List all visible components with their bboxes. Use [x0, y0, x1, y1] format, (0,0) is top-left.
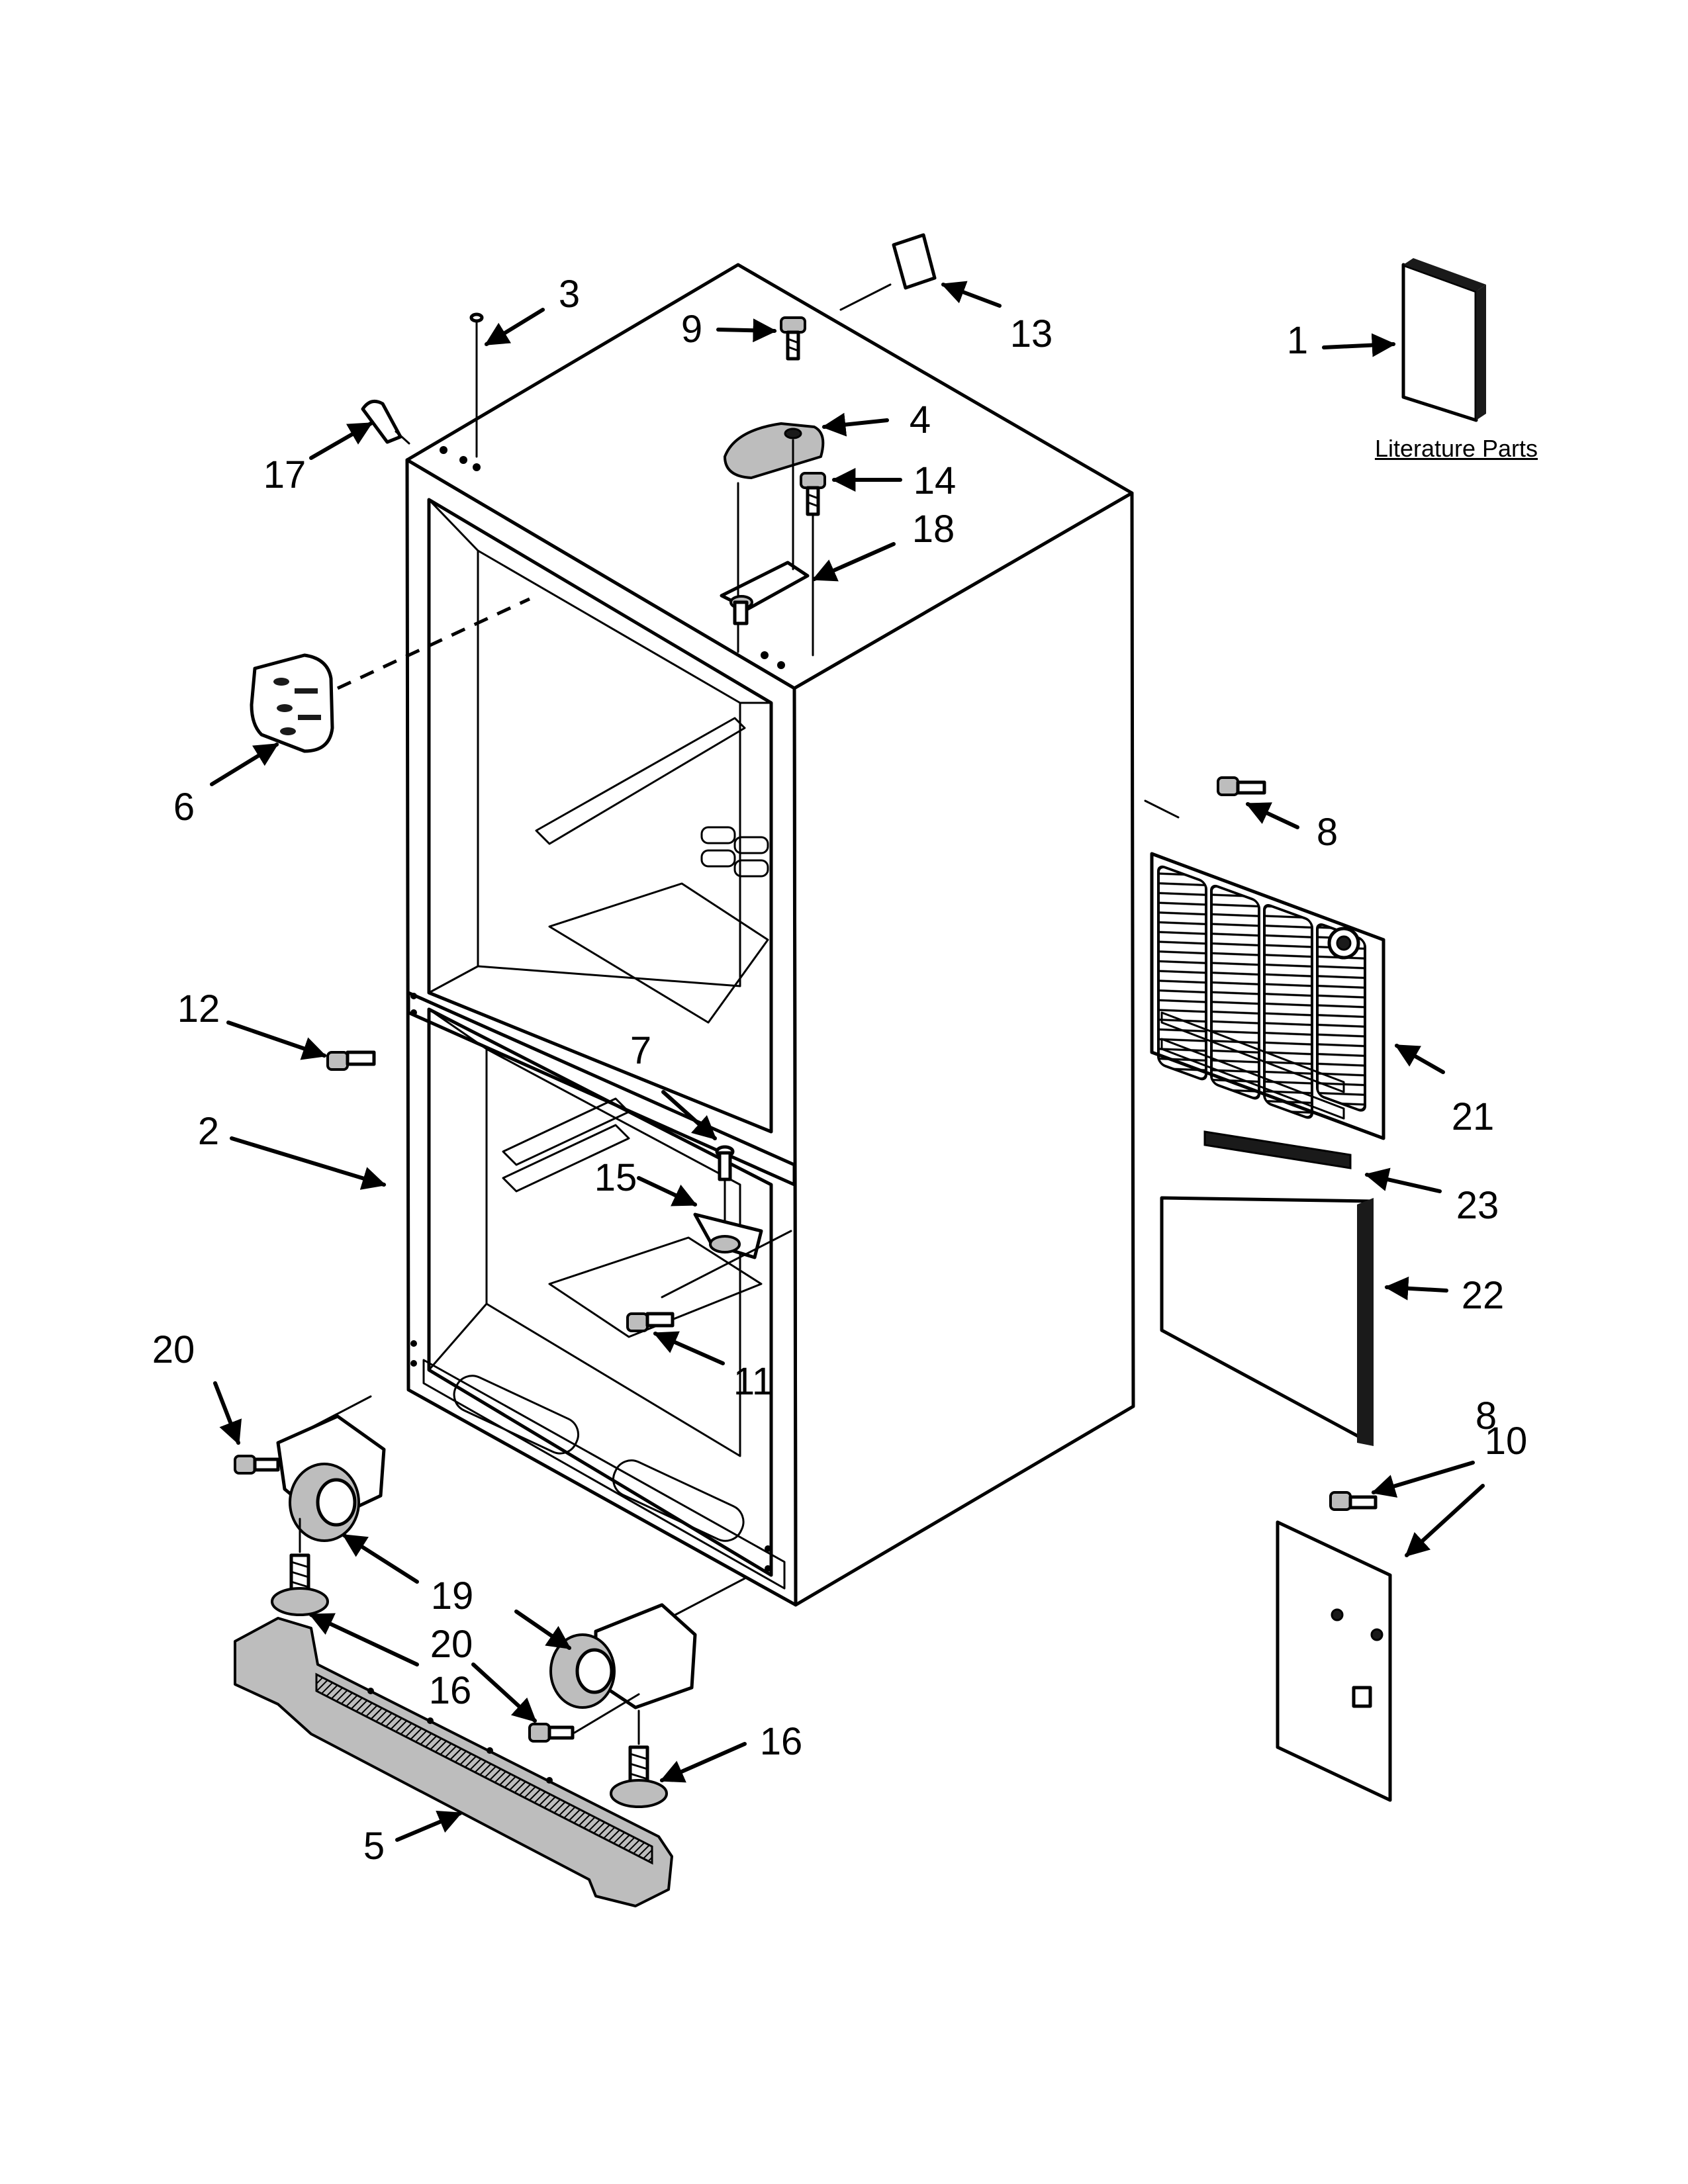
refrigerator-cabinet — [405, 263, 1135, 1607]
part-12-screw — [326, 1050, 376, 1071]
part-13-label — [892, 233, 937, 290]
callout-9: 9 — [680, 308, 703, 351]
screw-20-left — [234, 1455, 280, 1475]
callout-2: 2 — [197, 1110, 220, 1153]
part-15-hinge-bracket — [693, 1212, 763, 1259]
part-11-screw — [626, 1312, 675, 1332]
callout-3: 3 — [558, 273, 581, 316]
callout-11: 11 — [733, 1360, 774, 1403]
roller-assembly-right — [549, 1603, 697, 1709]
screw-20-right — [528, 1723, 575, 1743]
part-22-insulation — [1160, 1196, 1374, 1446]
callout-arrows — [210, 281, 1485, 1842]
part-17-tape — [361, 399, 402, 444]
callout-5: 5 — [363, 1825, 385, 1868]
callout-20-left: 20 — [152, 1328, 195, 1371]
roller-assembly-left — [276, 1414, 386, 1542]
callout-22: 22 — [1461, 1274, 1505, 1317]
callout-20-right: 20 — [430, 1623, 473, 1666]
screw-8-bottom — [1329, 1491, 1378, 1511]
callout-13: 13 — [1009, 312, 1053, 355]
callout-23: 23 — [1456, 1184, 1499, 1227]
callout-16-right: 16 — [759, 1720, 803, 1763]
top-hinge-bracket — [720, 561, 810, 625]
callout-4: 4 — [909, 398, 931, 441]
part-21-access-cover — [1150, 852, 1385, 1140]
callout-21: 21 — [1451, 1095, 1495, 1138]
top-hinge-cover — [724, 422, 825, 479]
literature-booklet — [1401, 258, 1486, 422]
callout-7: 7 — [630, 1029, 652, 1072]
callout-16-left: 16 — [428, 1669, 472, 1712]
leveler-16-right — [610, 1745, 668, 1808]
hinge-screw-9 — [780, 316, 806, 361]
callout-18: 18 — [912, 508, 955, 551]
callout-19: 19 — [430, 1574, 474, 1617]
callout-12: 12 — [177, 987, 220, 1030]
hinge-screw-14 — [800, 472, 826, 516]
part-10-cover-plate — [1276, 1520, 1392, 1802]
callout-10: 10 — [1484, 1420, 1528, 1463]
callout-6: 6 — [173, 786, 195, 829]
callout-14: 14 — [913, 459, 957, 502]
part-6-control — [250, 653, 334, 753]
callout-8-bottom: 8 — [1475, 1394, 1497, 1437]
callout-8-top: 8 — [1316, 811, 1338, 854]
part-3-pin — [469, 312, 484, 458]
leveler-16-left — [271, 1553, 329, 1616]
callout-1: 1 — [1286, 319, 1309, 362]
callout-17: 17 — [263, 453, 306, 496]
literature-parts-label: Literature Parts — [1374, 435, 1538, 462]
screw-8-top — [1217, 776, 1266, 796]
part-23-strip — [1203, 1130, 1352, 1169]
callout-15: 15 — [594, 1156, 637, 1199]
part-7-pin — [715, 1145, 735, 1239]
